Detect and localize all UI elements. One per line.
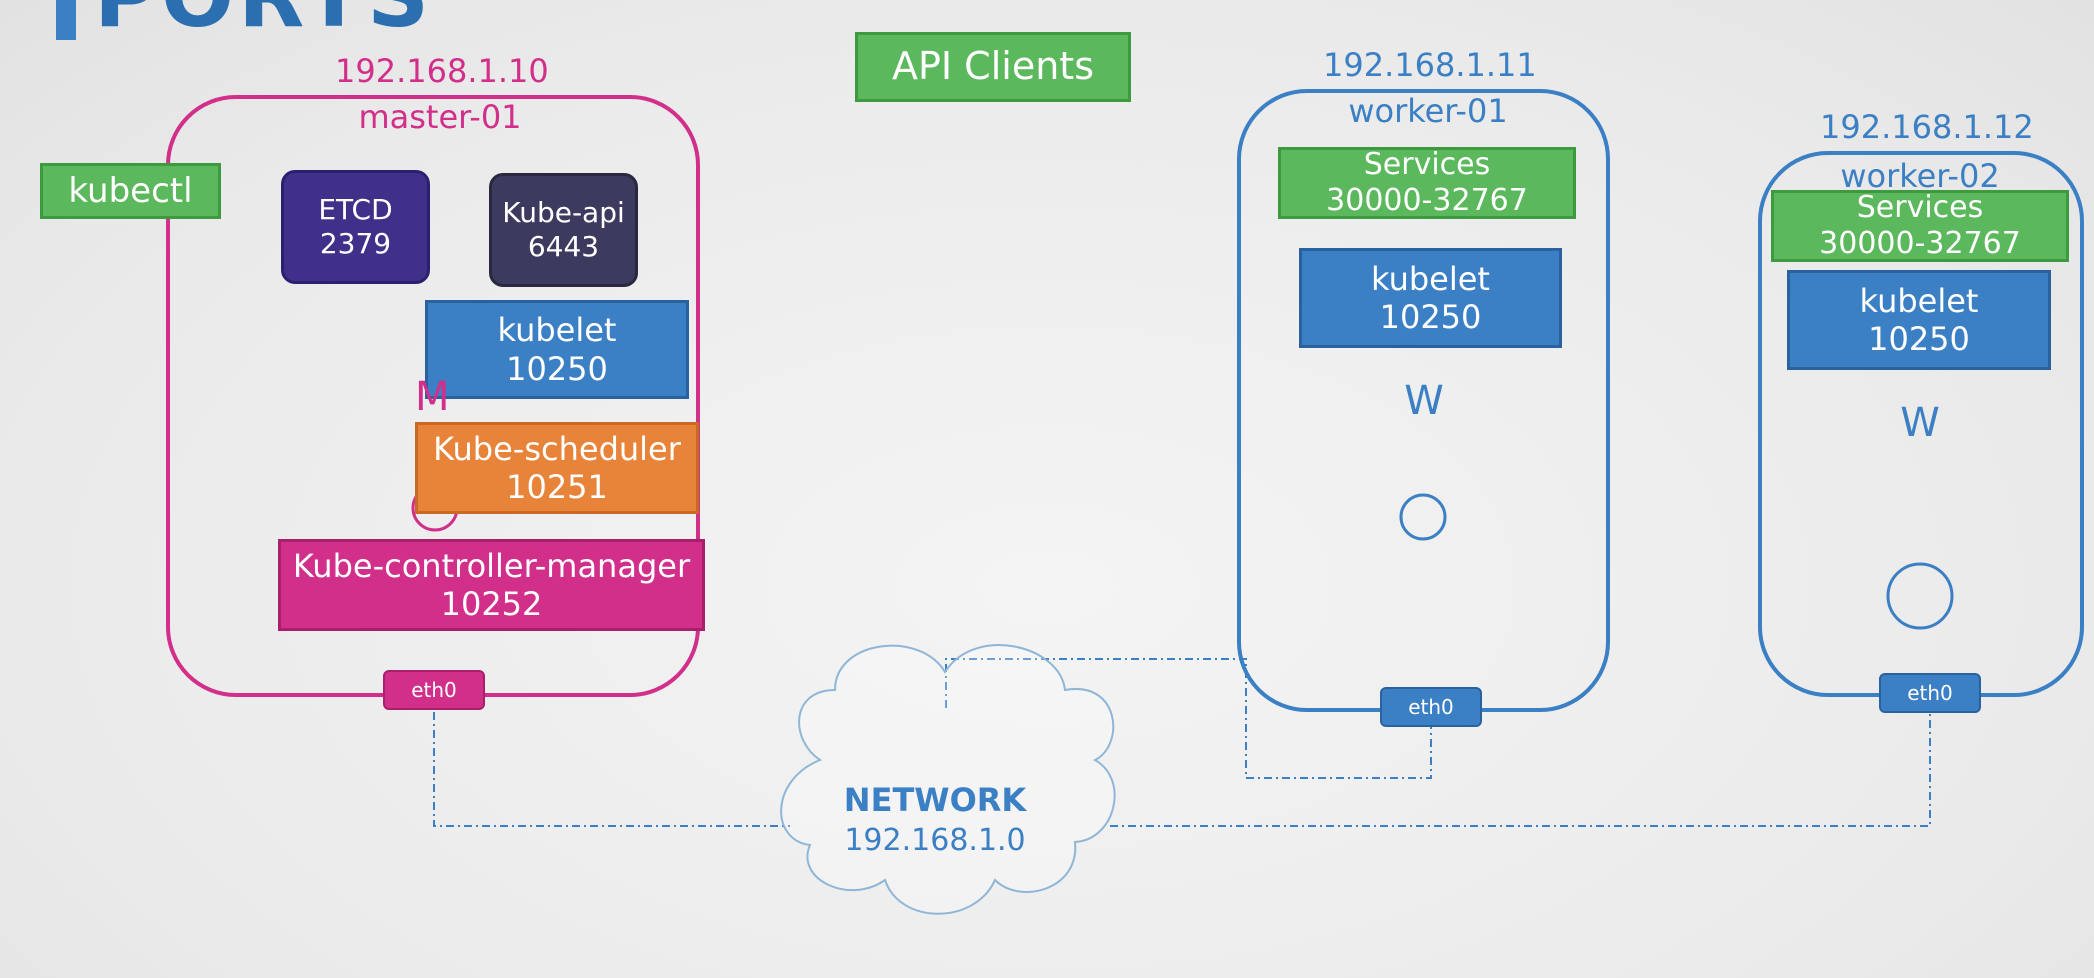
worker2-kubelet-name: kubelet (1859, 281, 1979, 320)
worker1-letter: W (1404, 378, 1444, 424)
kubectl-label: kubectl (68, 170, 193, 211)
master-name: master-01 (358, 98, 522, 136)
worker2-services-port: 30000-32767 (1819, 226, 2021, 261)
worker2-kubelet-box: kubelet 10250 (1787, 270, 2051, 370)
network-cloud (780, 644, 1116, 915)
worker1-name: worker-01 (1348, 92, 1508, 130)
network-cidr: 192.168.1.0 (844, 823, 1026, 858)
etcd-port: 2379 (319, 227, 392, 260)
worker2-name: worker-02 (1840, 157, 2000, 195)
master-kubelet-port: 10250 (506, 349, 608, 388)
title-accent-bar (56, 0, 76, 40)
worker1-ip: 192.168.1.11 (1323, 46, 1537, 84)
worker1-services-name: Services (1363, 147, 1491, 182)
kube-api-name: Kube-api (502, 196, 625, 230)
worker2-eth0-label: eth0 (1907, 681, 1953, 705)
api-clients-label: API Clients (891, 44, 1094, 89)
worker1-kubelet-box: kubelet 10250 (1299, 248, 1562, 348)
worker1-eth0: eth0 (1380, 687, 1482, 727)
kube-scheduler-name: Kube-scheduler (433, 429, 681, 468)
master-partial-letter: M (415, 374, 450, 420)
worker1-node-circle (1399, 493, 1447, 541)
worker2-ip: 192.168.1.12 (1820, 108, 2034, 146)
worker2-eth0: eth0 (1879, 673, 1981, 713)
master-kubelet-box: kubelet 10250 (425, 300, 689, 399)
master-kubelet-name: kubelet (497, 311, 617, 350)
worker2-services-box: Services 30000-32767 (1771, 190, 2069, 262)
worker2-node-circle (1886, 562, 1954, 630)
master-eth0-label: eth0 (411, 678, 457, 702)
kube-api-port: 6443 (527, 230, 600, 263)
worker1-eth0-label: eth0 (1408, 695, 1454, 719)
kube-controller-manager-box: Kube-controller-manager 10252 (278, 539, 705, 631)
etcd-box: ETCD 2379 (281, 170, 430, 284)
etcd-name: ETCD (318, 193, 393, 227)
kube-controller-manager-name: Kube-controller-manager (292, 546, 691, 585)
worker2-services-name: Services (1856, 190, 1984, 225)
network-name: NETWORK (843, 781, 1027, 819)
worker2-letter: W (1900, 400, 1940, 446)
kube-controller-manager-port: 10252 (440, 585, 543, 623)
kube-api-box: Kube-api 6443 (489, 173, 638, 287)
kube-scheduler-port: 10251 (506, 468, 608, 506)
kube-scheduler-box: Kube-scheduler 10251 (415, 422, 699, 514)
worker1-kubelet-name: kubelet (1371, 259, 1490, 298)
kubectl-box: kubectl (40, 163, 221, 219)
worker1-services-box: Services 30000-32767 (1278, 147, 1576, 219)
worker2-network-link (1110, 712, 1931, 827)
api-clients-box: API Clients (855, 32, 1131, 102)
worker1-services-port: 30000-32767 (1326, 183, 1528, 218)
worker1-kubelet-port: 10250 (1379, 298, 1482, 336)
master-eth0: eth0 (383, 670, 485, 710)
worker2-kubelet-port: 10250 (1868, 320, 1970, 358)
page-title: PORTS (94, 0, 433, 40)
network-worker1-link (945, 658, 1432, 779)
master-network-link (433, 712, 790, 827)
master-ip: 192.168.1.10 (335, 52, 549, 90)
